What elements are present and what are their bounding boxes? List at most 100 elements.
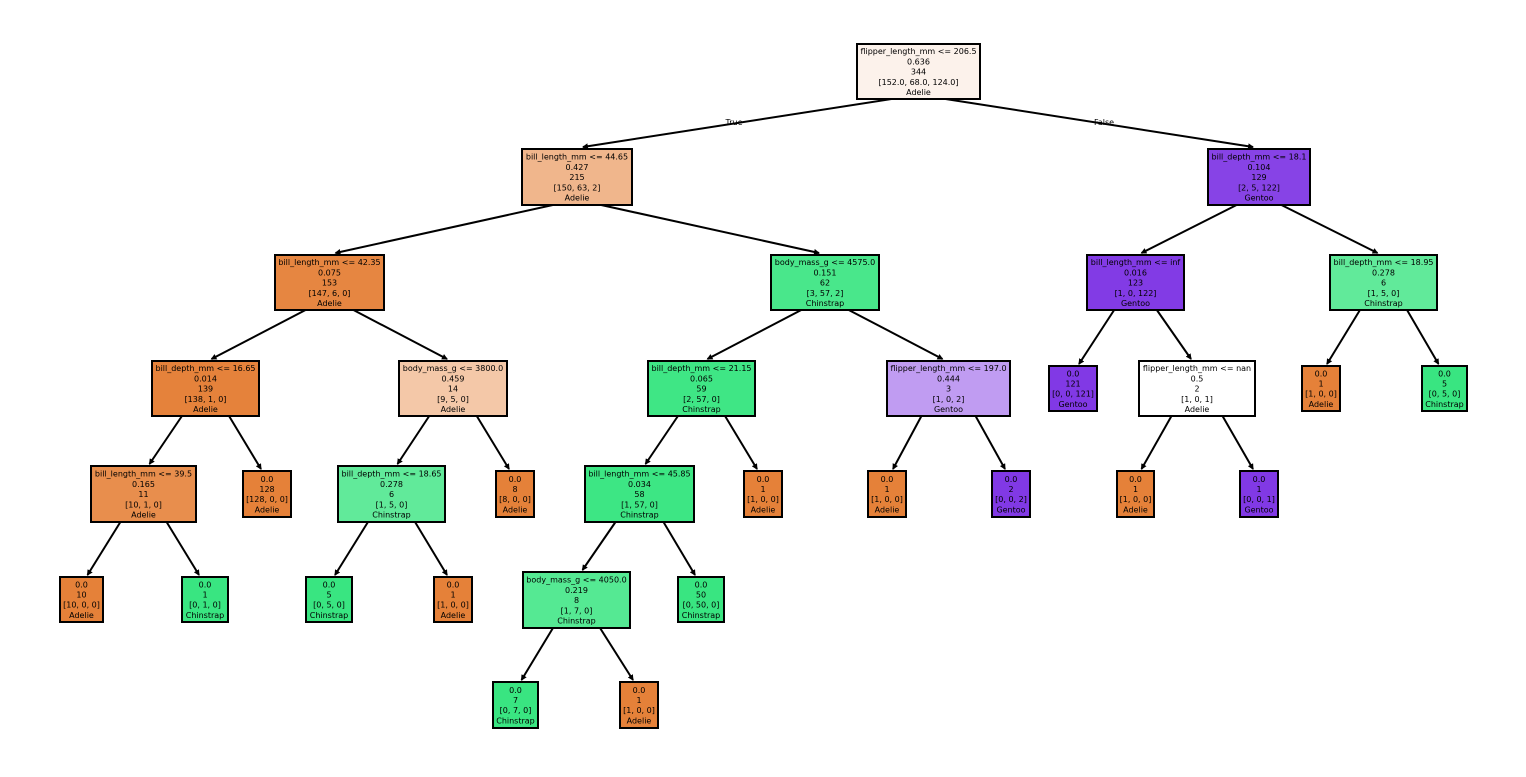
node-line: Chinstrap <box>557 617 596 626</box>
edge-n1-n2 <box>334 204 554 255</box>
node-line: bill_length_mm <= inf <box>1091 258 1181 267</box>
edge-n30-n32 <box>1406 309 1440 365</box>
node-line: 0.075 <box>318 268 341 277</box>
node-line: [1, 0, 0] <box>1120 495 1152 504</box>
node-line: 6 <box>1381 279 1386 288</box>
node-line: 0.0 <box>1315 369 1328 378</box>
node-line: [8, 0, 0] <box>499 495 531 504</box>
node-line: 0.0 <box>633 686 646 695</box>
node-line: 59 <box>696 385 706 394</box>
node-line: 1 <box>636 696 641 705</box>
edge-n9-n10 <box>334 521 369 576</box>
node-line: Adelie <box>503 505 528 514</box>
tree-node-n5: 0.010[10, 0, 0]Adelie <box>59 576 104 623</box>
edge-n3-n7 <box>228 415 262 470</box>
node-line: [0, 0, 121] <box>1052 390 1094 399</box>
edge-n30-n31 <box>1326 309 1361 365</box>
edge-n25-n26 <box>1078 309 1115 365</box>
node-line: [0, 5, 0] <box>313 601 345 610</box>
node-line: Adelie <box>131 511 156 520</box>
node-box <box>1207 148 1311 206</box>
node-line: [1, 0, 0] <box>437 601 469 610</box>
node-line: 14 <box>448 385 458 394</box>
node-line: Chinstrap <box>682 611 721 620</box>
node-line: bill_depth_mm <= 18.1 <box>1212 153 1307 162</box>
node-box <box>522 571 631 629</box>
edge-n15-n16 <box>581 521 617 571</box>
node-line: 3 <box>946 385 951 394</box>
node-box <box>521 148 633 206</box>
node-box <box>1329 254 1438 311</box>
node-line: Chinstrap <box>310 611 349 620</box>
node-line: 0.0 <box>757 475 770 484</box>
node-line: 62 <box>820 279 830 288</box>
node-line: [1, 5, 0] <box>1368 289 1400 298</box>
node-line: 7 <box>513 696 518 705</box>
tree-node-n10: 0.05[0, 5, 0]Chinstrap <box>305 576 353 623</box>
node-line: bill_depth_mm <= 18.65 <box>341 470 441 479</box>
tree-node-n29: 0.01[0, 0, 1]Gentoo <box>1239 470 1279 518</box>
node-line: [2, 57, 0] <box>683 395 720 404</box>
node-line: 0.014 <box>194 374 217 383</box>
node-box <box>584 465 695 523</box>
node-line: [1, 0, 0] <box>871 495 903 504</box>
node-line: 215 <box>569 173 584 182</box>
node-box <box>90 465 197 523</box>
node-line: 0.165 <box>132 480 155 489</box>
node-line: 0.0 <box>323 580 336 589</box>
node-line: [0, 0, 1] <box>1243 495 1275 504</box>
node-box <box>1116 470 1155 518</box>
edges-layer <box>86 98 1440 681</box>
edge-n3-n4 <box>148 415 183 465</box>
node-line: Adelie <box>1123 505 1148 514</box>
edge-n9-n11 <box>414 521 448 576</box>
node-line: [1, 0, 2] <box>933 395 965 404</box>
node-line: 1 <box>884 485 889 494</box>
node-line: bill_length_mm <= 39.5 <box>95 470 192 479</box>
node-line: 0.0 <box>1129 475 1142 484</box>
node-line: Adelie <box>69 611 94 620</box>
node-box <box>1086 254 1185 311</box>
node-line: [1, 5, 0] <box>376 500 408 509</box>
edge-n4-n5 <box>86 521 122 576</box>
node-line: 6 <box>389 490 394 499</box>
node-line: Gentoo <box>996 505 1025 514</box>
edge-labels-layer: True False <box>725 118 1115 127</box>
edge-n25-n27 <box>1156 309 1192 360</box>
node-line: 0.0 <box>1438 369 1451 378</box>
tree-node-n22: 0.01[1, 0, 0]Adelie <box>867 470 907 518</box>
node-line: 0.0 <box>881 475 894 484</box>
node-line: [0, 50, 0] <box>683 601 720 610</box>
node-line: 0.444 <box>937 374 960 383</box>
node-line: [0, 1, 0] <box>189 601 221 610</box>
tree-node-n11: 0.01[1, 0, 0]Adelie <box>433 576 473 623</box>
node-line: Adelie <box>441 611 466 620</box>
node-box <box>867 470 907 518</box>
node-line: [1, 0, 122] <box>1115 289 1157 298</box>
node-line: 0.278 <box>1372 268 1395 277</box>
node-line: 0.0 <box>695 580 708 589</box>
node-line: 8 <box>512 485 517 494</box>
node-line: 121 <box>1065 380 1080 389</box>
node-box <box>770 254 880 311</box>
node-line: 10 <box>76 591 86 600</box>
node-box <box>433 576 473 623</box>
node-box <box>991 470 1031 518</box>
node-line: 11 <box>138 490 148 499</box>
node-line: Gentoo <box>1058 400 1087 409</box>
node-line: 0.065 <box>690 374 713 383</box>
node-line: 1 <box>760 485 765 494</box>
node-line: [1, 0, 0] <box>1305 390 1337 399</box>
node-line: 123 <box>1128 279 1143 288</box>
node-line: Chinstrap <box>186 611 225 620</box>
edge-n13-n21 <box>848 309 944 360</box>
node-line: 0.5 <box>1191 374 1204 383</box>
tree-node-n20: 0.01[1, 0, 0]Adelie <box>743 470 783 518</box>
node-line: Adelie <box>1185 405 1210 414</box>
